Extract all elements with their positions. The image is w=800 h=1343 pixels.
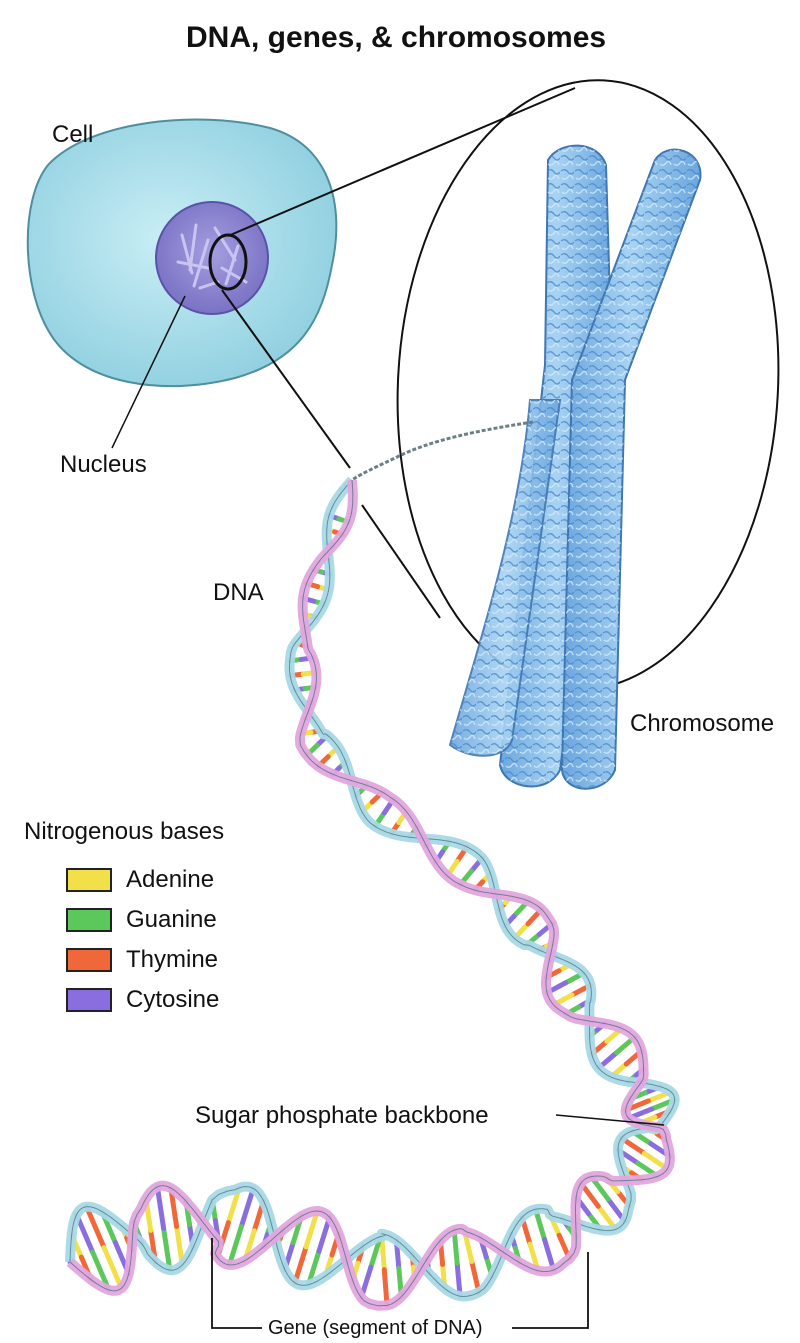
base-pair-rung	[226, 1224, 244, 1268]
gene-bracket	[211, 1238, 589, 1329]
base-pair-rung	[451, 1227, 460, 1266]
dna-thread	[336, 420, 534, 493]
chromosome-label: Chromosome	[630, 710, 775, 737]
cytosine-swatch	[66, 988, 112, 1012]
guanine-swatch	[66, 908, 112, 932]
cell-label: Cell	[52, 121, 94, 148]
base-pair-rung	[101, 1244, 124, 1291]
chromosome	[448, 144, 702, 790]
thymine-swatch	[66, 948, 112, 972]
backbone-strand-b-outline	[69, 479, 671, 1307]
backbone-leader-line	[555, 1114, 665, 1126]
dna-double-helix	[65, 476, 680, 1311]
thymine-label: Thymine	[126, 946, 219, 973]
nucleus	[155, 201, 269, 315]
base-pair-rung	[381, 1267, 390, 1308]
base-pair-rung	[303, 1208, 320, 1250]
nucleus-leader-line	[111, 295, 186, 449]
gene-label: Gene (segment of DNA)	[262, 1318, 489, 1338]
adenine-label: Adenine	[126, 866, 215, 893]
dna-label: DNA	[213, 579, 264, 606]
backbone-label: Sugar phosphate backbone	[195, 1102, 489, 1129]
base-pair-rung	[238, 1185, 256, 1230]
base-pair-rung	[292, 1244, 309, 1286]
base-pair-rung	[454, 1260, 463, 1299]
base-pair-rung	[542, 1237, 557, 1273]
legend-title: Nitrogenous bases	[24, 818, 225, 845]
base-pair-rung	[161, 1225, 173, 1273]
guanine-label: Guanine	[126, 906, 217, 933]
base-pair-rung	[84, 1204, 107, 1250]
page-title: DNA, genes, & chromosomes	[186, 21, 607, 54]
base-pair-rung	[154, 1184, 167, 1231]
base-pair-rung	[532, 1206, 548, 1243]
backbone-strand-a-outline	[69, 479, 676, 1298]
adenine-swatch	[66, 868, 112, 892]
nucleus-label: Nucleus	[60, 451, 147, 478]
zoom-lines	[221, 87, 576, 619]
cytosine-label: Cytosine	[126, 986, 220, 1013]
